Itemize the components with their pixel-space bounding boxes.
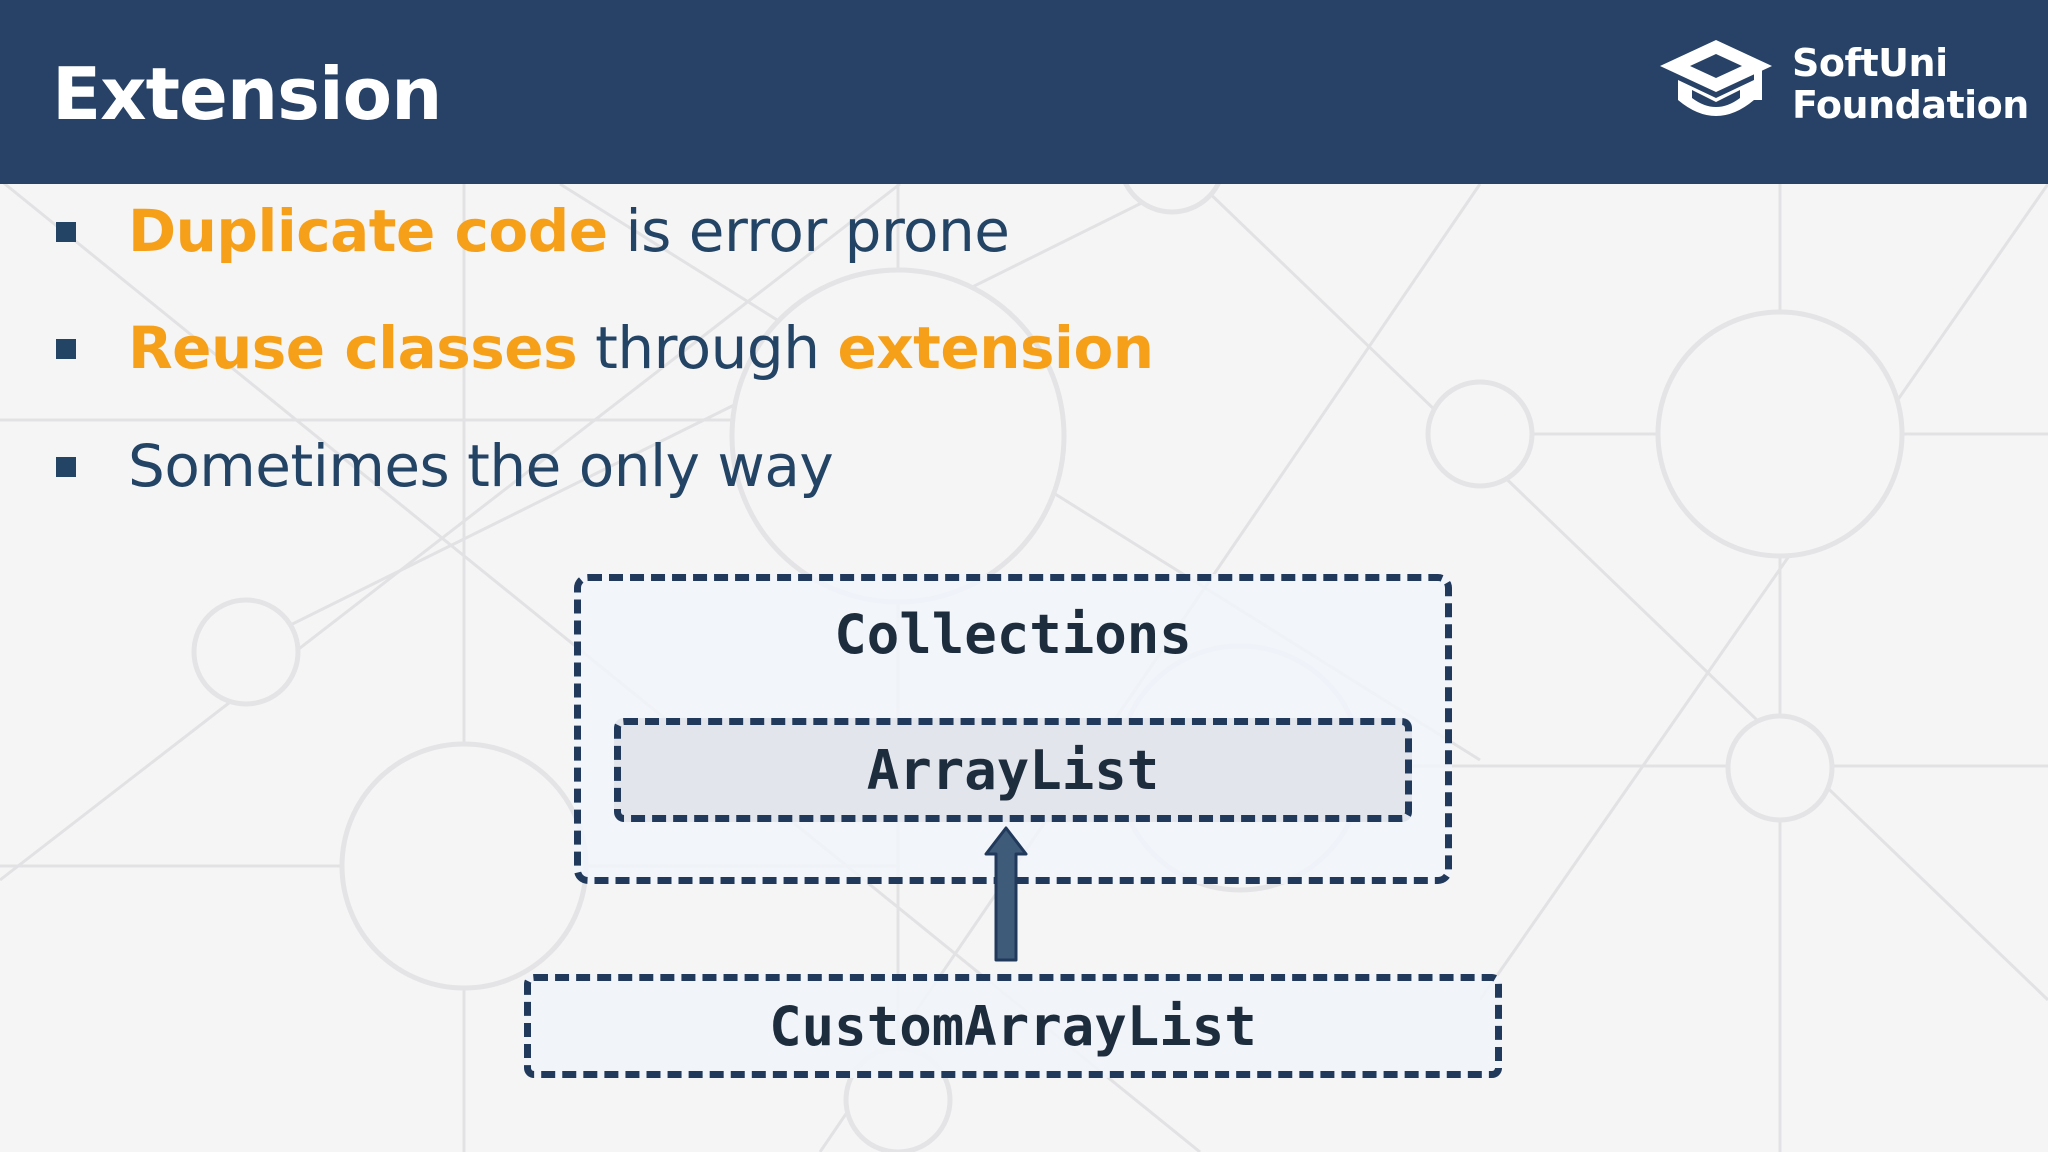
arraylist-box: ArrayList: [614, 718, 1412, 822]
arraylist-label: ArrayList: [866, 739, 1160, 802]
logo-line-foundation: Foundation: [1792, 83, 2029, 127]
graduation-cap-icon: [1660, 40, 1772, 116]
header-bar: Extension SoftUni Foundation: [0, 0, 2048, 184]
highlight-text: extension: [837, 314, 1154, 382]
inheritance-arrow-icon: [984, 826, 1028, 962]
plain-text: is error prone: [607, 197, 1010, 265]
slide-title: Extension: [52, 52, 442, 136]
logo-line-softuni: SoftUni: [1792, 41, 1948, 85]
collections-label: Collections: [834, 603, 1192, 666]
bullet-square-icon: [56, 457, 76, 477]
customarraylist-label: CustomArrayList: [769, 995, 1257, 1058]
highlight-text: Reuse classes: [128, 314, 578, 382]
bullet-square-icon: [56, 222, 76, 242]
bullet-text: Duplicate code is error prone: [128, 196, 1010, 266]
customarraylist-box: CustomArrayList: [524, 974, 1502, 1078]
logo-text: SoftUni Foundation: [1792, 42, 2029, 126]
bullet-text: Sometimes the only way: [128, 431, 834, 501]
plain-text: Sometimes the only way: [128, 432, 834, 500]
highlight-text: Duplicate code: [128, 197, 608, 265]
plain-text: through: [577, 314, 838, 382]
bullet-text: Reuse classes through extension: [128, 313, 1154, 383]
softuni-logo: SoftUni Foundation: [1656, 36, 2029, 136]
bullet-square-icon: [56, 339, 76, 359]
